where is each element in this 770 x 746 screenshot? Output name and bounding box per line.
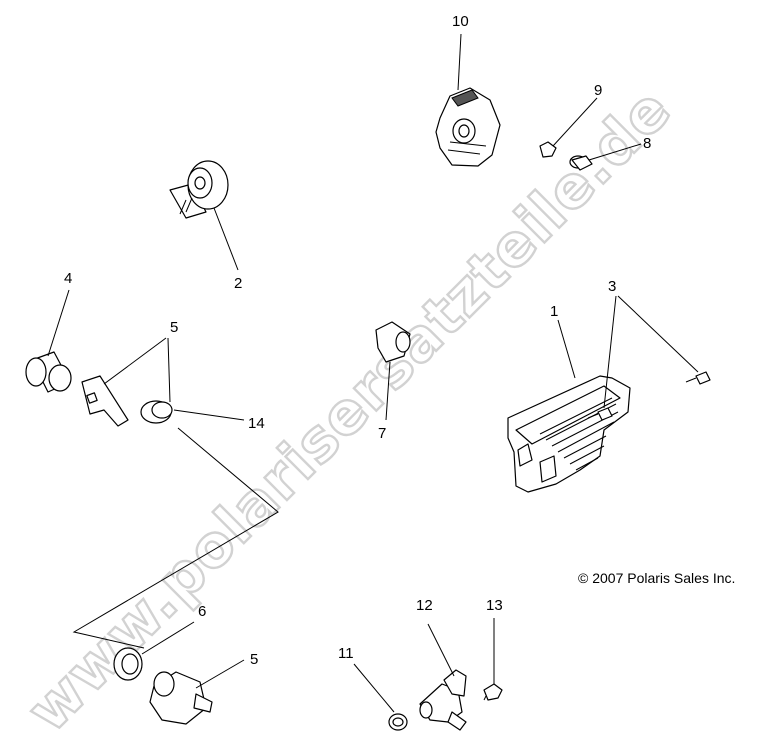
part-6-washer [113,647,143,681]
callout-7: 7 [378,425,386,442]
callout-12: 12 [416,597,433,614]
leader-8 [588,143,642,161]
group-bracket-line [72,427,279,649]
leader-7 [385,361,391,421]
copyright-text: © 2007 Polaris Sales Inc. [578,570,735,586]
callout-4: 4 [64,270,72,287]
part-2-sensor [169,160,229,219]
callout-1: 1 [550,303,558,320]
leader-1 [557,319,576,379]
callout-5-upper: 5 [170,319,178,336]
part-5-bracket [81,375,129,427]
part-9-plug [539,141,557,158]
part-1-regulator [507,375,631,493]
part-10-switch [435,87,501,167]
part-3-screw-b [685,371,711,385]
callout-13: 13 [486,597,503,614]
callout-6: 6 [198,603,206,620]
part-4-cap [25,351,72,393]
part-11-oring [388,713,408,731]
leader-3a [603,295,617,409]
part-8-grommet [569,155,593,171]
leader-10 [457,33,462,91]
leader-2 [213,207,239,271]
part-13-bolt [483,683,503,701]
part-5-switch [149,671,213,725]
part-3-screw-a [587,407,613,421]
part-7-plug [375,321,411,363]
leader-6 [141,621,195,655]
callout-14: 14 [248,415,265,432]
part-12-sensor [419,669,467,731]
callout-2: 2 [234,275,242,292]
callout-10: 10 [452,13,469,30]
leader-9 [552,97,598,147]
leader-5a-bracket [103,337,167,385]
leader-5b [195,659,245,689]
callout-8: 8 [643,135,651,152]
leader-4 [47,289,70,357]
leader-14 [173,409,245,421]
part-14-grommet [140,400,173,424]
leader-5a-grommet [167,337,171,403]
callout-5-lower: 5 [250,651,258,668]
leader-3b [617,295,699,373]
callout-3: 3 [608,278,616,295]
leader-11 [353,663,395,713]
callout-11: 11 [338,645,354,662]
leader-12 [427,623,455,677]
callout-9: 9 [594,82,602,99]
